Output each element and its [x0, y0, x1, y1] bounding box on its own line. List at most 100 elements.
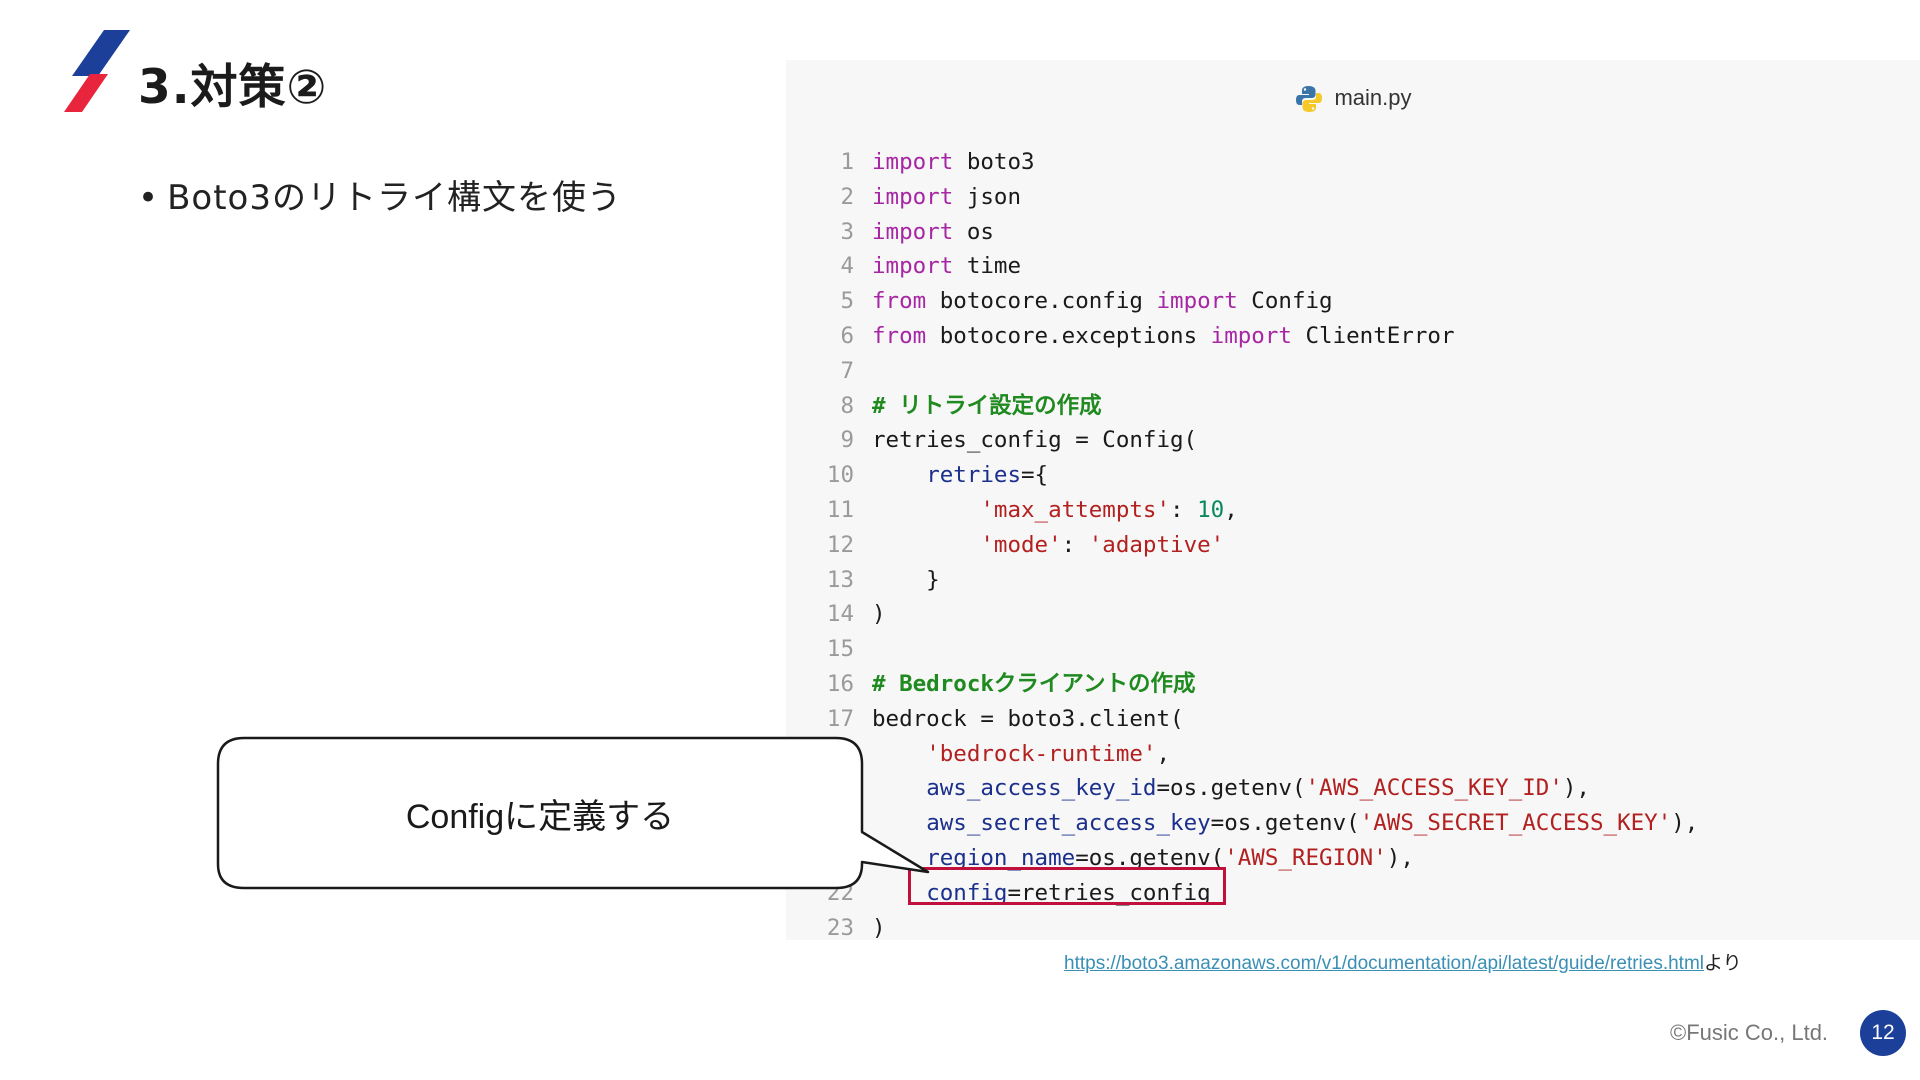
code-token: =os.getenv(	[1210, 810, 1360, 837]
code-text: 'max_attempts': 10,	[872, 493, 1238, 528]
code-line: 3 import os	[786, 215, 1920, 250]
code-token: retries	[926, 462, 1022, 489]
code-line: 2 import json	[786, 180, 1920, 215]
code-line: 8 # リトライ設定の作成	[786, 389, 1920, 424]
line-number: 5	[840, 288, 854, 315]
code-line: 23)	[786, 911, 1920, 946]
code-token: ClientError	[1291, 322, 1455, 349]
code-line: 9 retries_config = Config(	[786, 423, 1920, 458]
code-text: retries={	[872, 458, 1048, 493]
code-token: botocore.config	[926, 288, 1157, 315]
code-text: 'bedrock-runtime',	[872, 737, 1170, 772]
code-text: retries_config = Config(	[872, 423, 1197, 458]
code-token: boto3	[953, 149, 1035, 175]
code-token: ,	[1224, 496, 1238, 523]
code-text: 'mode': 'adaptive'	[872, 528, 1224, 563]
code-token: region_name	[926, 844, 1076, 871]
code-text: import os	[872, 215, 994, 250]
code-token	[872, 532, 980, 558]
code-line: 18 'bedrock-runtime',	[786, 737, 1920, 772]
code-token: retries_config = Config(	[872, 427, 1198, 454]
code-token: ),	[1562, 775, 1590, 802]
code-text: # リトライ設定の作成	[872, 389, 1102, 424]
config-highlight-box	[908, 867, 1226, 905]
code-token: :	[1061, 531, 1089, 558]
code-token: 'AWS_REGION'	[1224, 844, 1387, 871]
code-token: # Bedrockクライアントの作成	[872, 670, 1196, 697]
code-token: botocore.exceptions	[926, 322, 1211, 349]
code-token: =os.getenv(	[1075, 844, 1225, 871]
code-text: region_name=os.getenv('AWS_REGION'),	[872, 841, 1414, 876]
bullet-marker: •	[138, 178, 160, 218]
code-token	[872, 497, 980, 523]
code-line: 13 }	[786, 563, 1920, 598]
source-link[interactable]: https://boto3.amazonaws.com/v1/documenta…	[1064, 953, 1705, 974]
code-text: )	[872, 597, 886, 632]
python-icon	[1296, 86, 1323, 112]
accent-slash-logo	[64, 30, 130, 112]
code-token: bedrock = boto3.client(	[872, 705, 1184, 732]
code-token: aws_access_key_id	[926, 775, 1157, 802]
code-token: 'adaptive'	[1088, 531, 1225, 558]
line-number: 10	[826, 462, 854, 489]
code-token	[872, 462, 926, 488]
line-number: 2	[840, 183, 854, 210]
code-token	[872, 741, 926, 767]
line-number: 12	[826, 531, 854, 558]
code-line: 16 # Bedrockクライアントの作成	[786, 667, 1920, 702]
line-number: 3	[840, 218, 854, 245]
code-token: import	[872, 218, 954, 245]
file-header: main.py	[786, 84, 1920, 114]
slide-title: 3.対策②	[138, 60, 328, 115]
code-token: import	[872, 149, 954, 175]
bullet-text: Boto3のリトライ構文を使う	[167, 178, 622, 218]
code-token: 'AWS_ACCESS_KEY_ID'	[1305, 775, 1563, 802]
code-line: 7	[786, 354, 1920, 389]
code-token: )	[872, 601, 886, 628]
line-number: 23	[826, 914, 854, 941]
source-suffix: より	[1704, 953, 1742, 974]
source-citation: https://boto3.amazonaws.com/v1/documenta…	[1064, 948, 1742, 975]
line-number: 1	[840, 149, 854, 175]
line-number: 6	[840, 322, 854, 349]
code-token: ={	[1021, 462, 1049, 489]
code-text: # Bedrockクライアントの作成	[872, 667, 1196, 702]
code-token: 'mode'	[980, 531, 1062, 558]
callout-text: Configに定義する	[405, 797, 675, 836]
code-text: from botocore.config import Config	[872, 284, 1333, 319]
code-line: 20 aws_secret_access_key=os.getenv('AWS_…	[786, 806, 1920, 841]
code-token: ),	[1386, 844, 1414, 871]
code-token: )	[872, 914, 886, 941]
page-number-badge: 12	[1860, 1010, 1906, 1056]
code-line: 1 import boto3	[786, 145, 1920, 180]
line-number: 14	[826, 601, 854, 628]
line-number: 13	[826, 566, 854, 593]
code-token: 10	[1197, 496, 1225, 523]
code-token: ),	[1671, 810, 1699, 837]
code-token: =retries_config	[1007, 879, 1211, 906]
code-panel: main.py 1 import boto3 2 import json 3 import…	[786, 60, 1920, 941]
code-token: ,	[1156, 740, 1171, 767]
line-number: 9	[840, 427, 854, 454]
line-number: 11	[826, 496, 854, 523]
code-token: # リトライ設定の作成	[872, 392, 1102, 419]
code-line: 14)	[786, 597, 1920, 632]
code-token: import	[1210, 322, 1292, 349]
line-number: 16	[826, 670, 854, 697]
code-line: 10 retries={	[786, 458, 1920, 493]
code-token: aws_secret_access_key	[926, 810, 1211, 837]
line-number: 7	[840, 357, 854, 384]
bullet-item: •Boto3のリトライ構文を使う	[138, 170, 622, 219]
code-text: bedrock = boto3.client(	[872, 702, 1184, 737]
code-line: 5 from botocore.config import Config	[786, 284, 1920, 319]
code-line: 11 'max_attempts': 10,	[786, 493, 1920, 528]
line-number: 8	[840, 392, 854, 419]
code-text: aws_secret_access_key=os.getenv('AWS_SEC…	[872, 806, 1698, 841]
code-token	[872, 810, 926, 836]
code-text: config=retries_config	[872, 876, 1211, 911]
code-text: import json	[872, 180, 1021, 215]
copyright: ©Fusic Co., Ltd.	[1670, 1020, 1829, 1045]
